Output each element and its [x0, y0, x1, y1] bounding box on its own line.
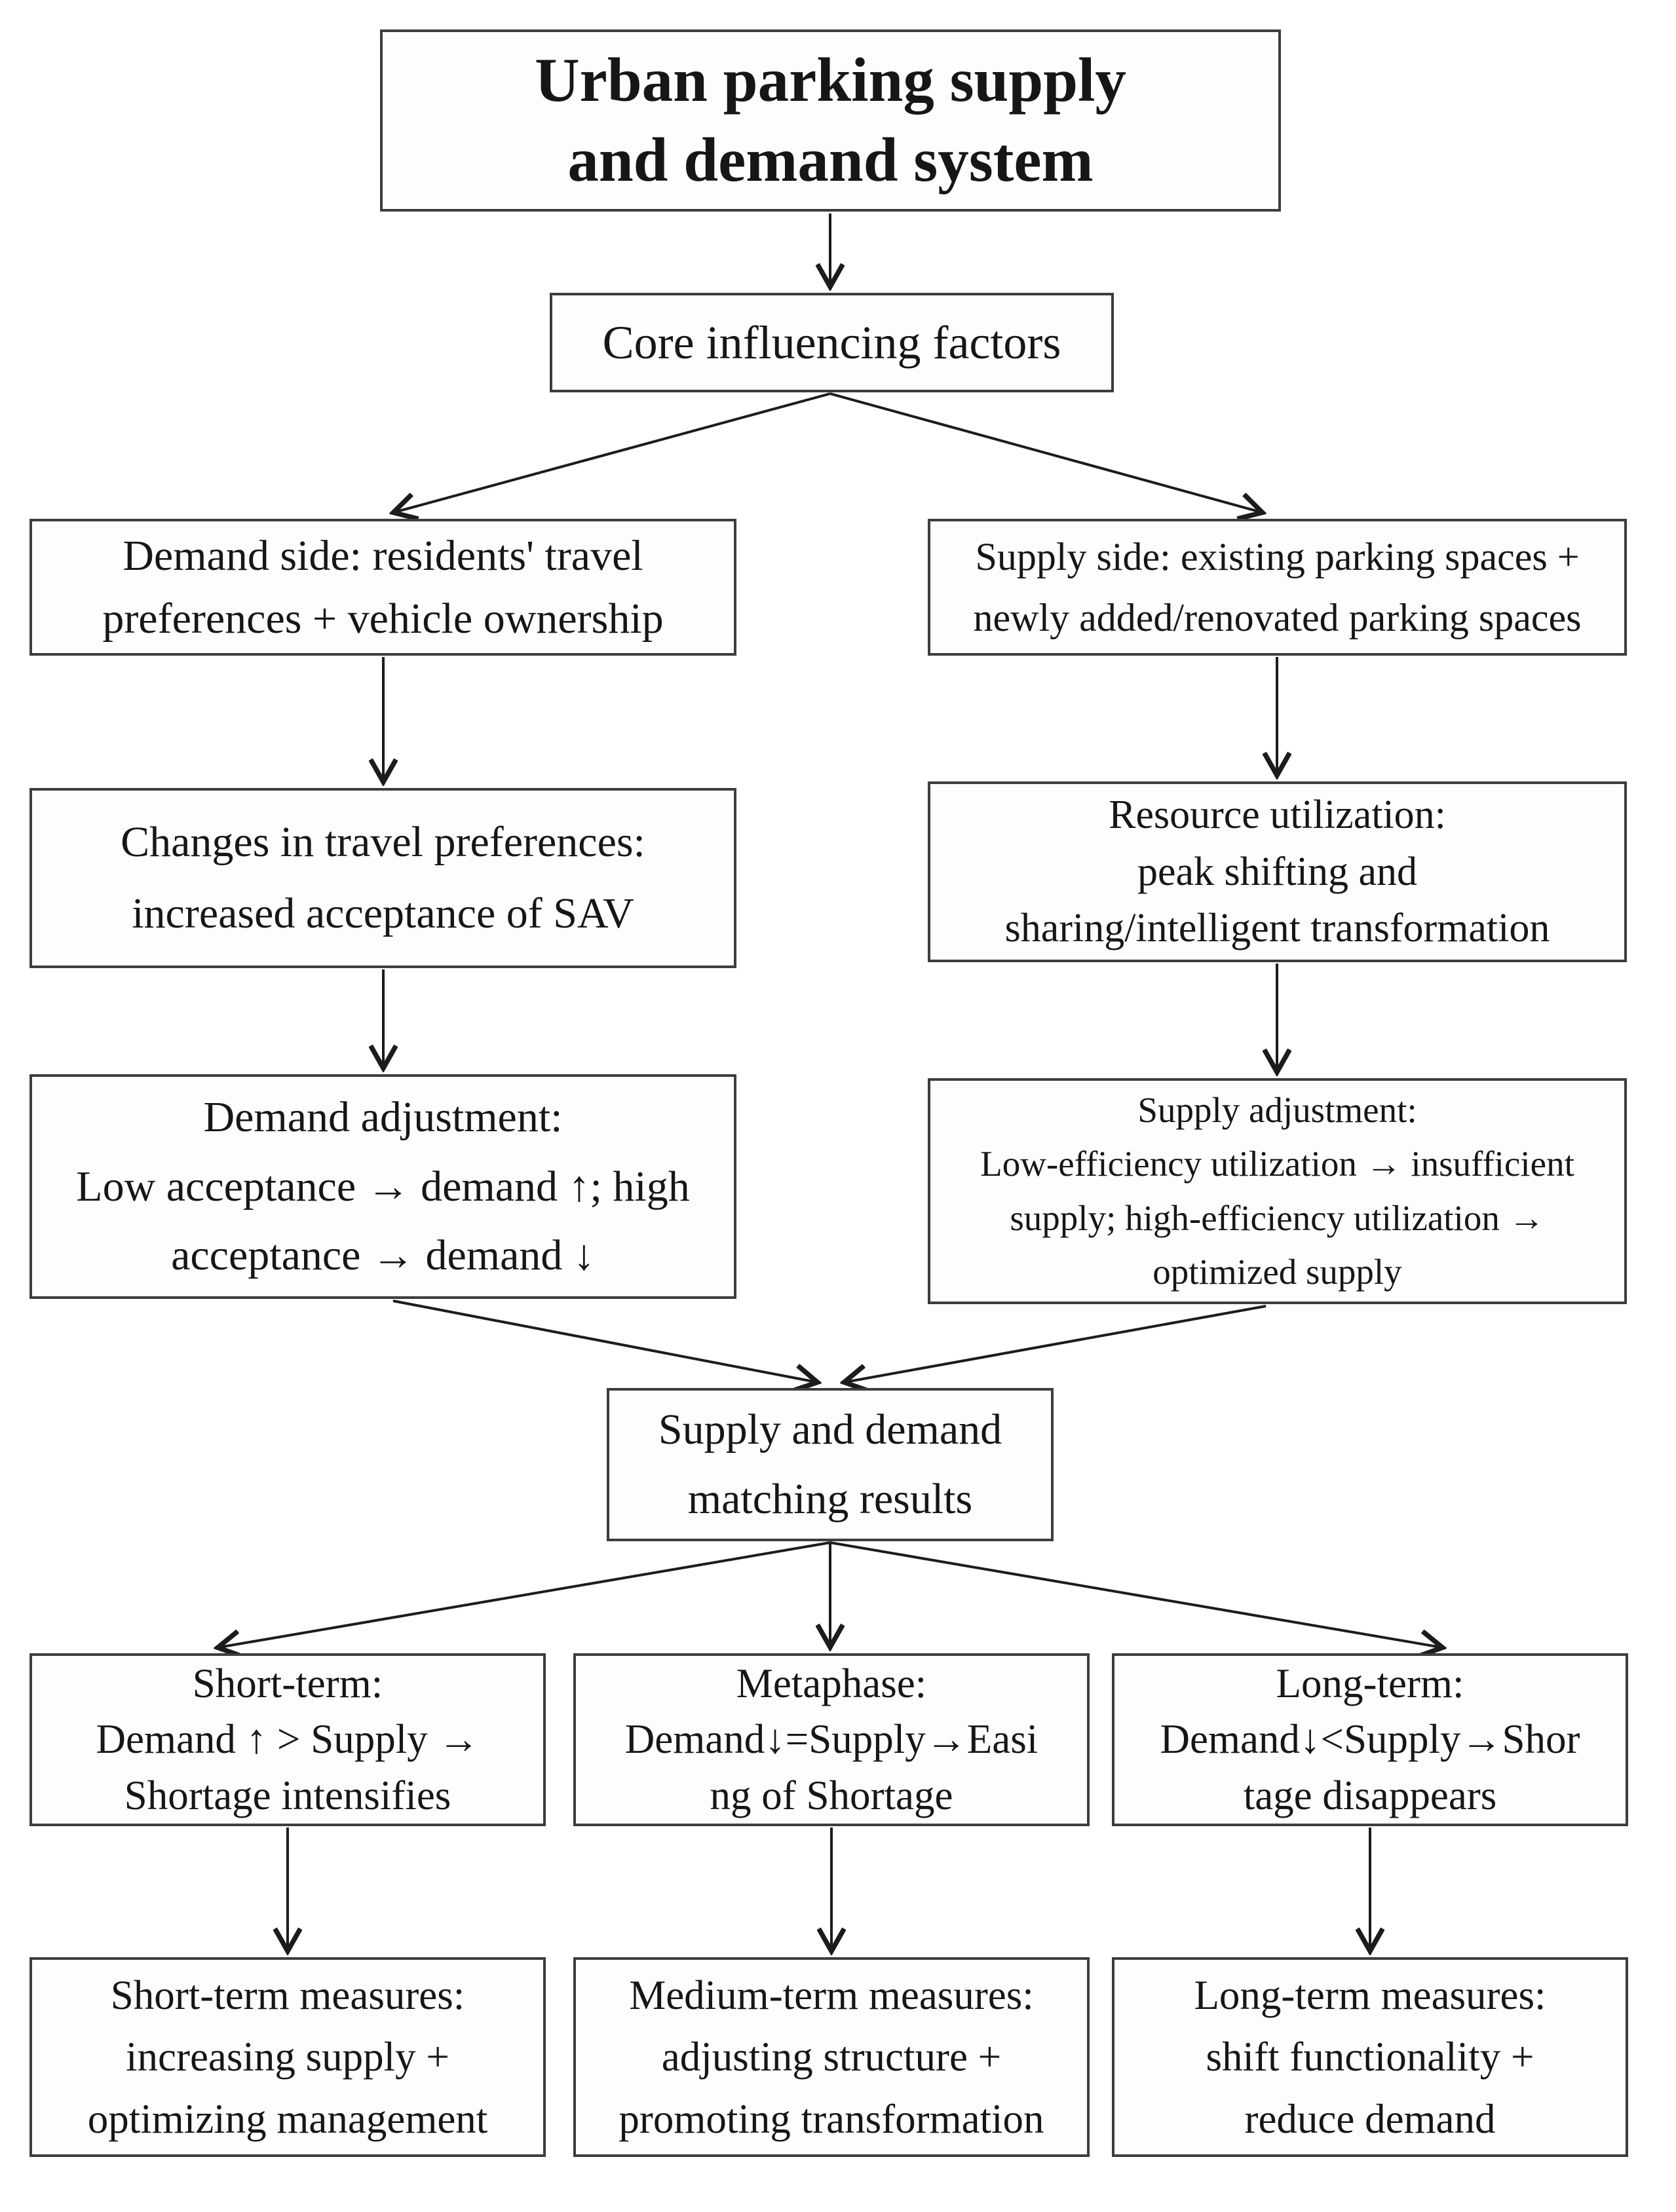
- text-line: Supply and demand: [658, 1406, 1002, 1454]
- text-line: Long-term:: [1276, 1660, 1464, 1707]
- text-line: Demand adjustment:: [203, 1093, 563, 1142]
- node-medium-term-measures: Medium-term measures: adjusting structur…: [573, 1957, 1090, 2157]
- arrow-matching-to-short-term: [219, 1541, 831, 1647]
- node-matching-results: Supply and demand matching results: [607, 1388, 1054, 1541]
- node-short-term-measures: Short-term measures: increasing supply +…: [29, 1957, 546, 2157]
- text-line: Changes in travel preferences:: [121, 817, 645, 866]
- arrow-supply-adj-to-matching: [845, 1305, 1267, 1382]
- text-line: Metaphase:: [736, 1660, 927, 1707]
- arrow-matching-to-long-term: [829, 1541, 1441, 1647]
- arrow-core-to-demand-side: [394, 392, 831, 512]
- text-line: Low-efficiency utilization → insufficien…: [980, 1144, 1574, 1184]
- text-line: sharing/intelligent transformation: [1004, 906, 1550, 951]
- text-line: optimizing management: [87, 2095, 488, 2142]
- node-demand-adjustment: Demand adjustment: Low acceptance → dema…: [29, 1074, 736, 1299]
- node-short-term-result: Short-term: Demand ↑ > Supply → Shortage…: [29, 1653, 546, 1826]
- text-line: supply; high-efficiency utilization →: [1010, 1197, 1545, 1238]
- text-line: optimized supply: [1152, 1252, 1402, 1292]
- arrow-demand-adj-to-matching: [392, 1300, 816, 1382]
- text-line: Medium-term measures:: [629, 1972, 1034, 2018]
- text-line: Short-term:: [192, 1660, 383, 1707]
- text-line: Demand↓=Supply→Easi: [624, 1716, 1038, 1763]
- text-line: Demand side: residents' travel: [123, 531, 643, 580]
- text-line: tage disappears: [1243, 1772, 1497, 1818]
- text-line: reduce demand: [1244, 2095, 1496, 2142]
- text-line: Resource utilization:: [1109, 792, 1446, 837]
- node-urban-parking-system-title: Urban parking supply and demand system: [380, 29, 1281, 212]
- text-line: ng of Shortage: [710, 1772, 953, 1818]
- text-line: Demand↓<Supply→Shor: [1160, 1716, 1580, 1763]
- text-line: matching results: [687, 1475, 973, 1523]
- text-line: adjusting structure +: [661, 2034, 1002, 2080]
- text-line: Demand ↑ > Supply →: [96, 1716, 480, 1763]
- node-core-influencing-factors: Core influencing factors: [550, 293, 1114, 392]
- text-line: increasing supply +: [126, 2034, 449, 2080]
- node-demand-side: Demand side: residents' travel preferenc…: [29, 519, 736, 656]
- text-line: and demand system: [567, 125, 1094, 195]
- text-line: Supply side: existing parking spaces +: [975, 534, 1580, 578]
- text-line: newly added/renovated parking spaces: [973, 595, 1582, 639]
- text-line: acceptance → demand ↓: [171, 1231, 595, 1280]
- text-line: Low acceptance → demand ↑; high: [76, 1162, 690, 1210]
- node-supply-adjustment: Supply adjustment: Low-efficiency utiliz…: [928, 1078, 1627, 1304]
- text-line: promoting transformation: [619, 2095, 1044, 2142]
- text-line: Supply adjustment:: [1137, 1089, 1417, 1130]
- node-supply-side: Supply side: existing parking spaces + n…: [928, 519, 1627, 656]
- text-line: shift functionality +: [1206, 2034, 1534, 2080]
- text-line: Shortage intensifies: [124, 1772, 451, 1818]
- node-travel-preference-changes: Changes in travel preferences: increased…: [29, 788, 736, 968]
- text-line: preferences + vehicle ownership: [102, 594, 664, 643]
- text-line: peak shifting and: [1137, 849, 1417, 894]
- node-long-term-result: Long-term: Demand↓<Supply→Shor tage disa…: [1112, 1653, 1628, 1826]
- text-line: Core influencing factors: [602, 316, 1061, 369]
- text-line: increased acceptance of SAV: [132, 889, 634, 937]
- node-resource-utilization: Resource utilization: peak shifting and …: [928, 781, 1627, 962]
- text-line: Long-term measures:: [1194, 1972, 1546, 2018]
- node-metaphase-result: Metaphase: Demand↓=Supply→Easi ng of Sho…: [573, 1653, 1090, 1826]
- text-line: Short-term measures:: [110, 1972, 465, 2018]
- node-long-term-measures: Long-term measures: shift functionality …: [1112, 1957, 1628, 2157]
- arrow-core-to-supply-side: [829, 392, 1261, 512]
- text-line: Urban parking supply: [535, 45, 1126, 115]
